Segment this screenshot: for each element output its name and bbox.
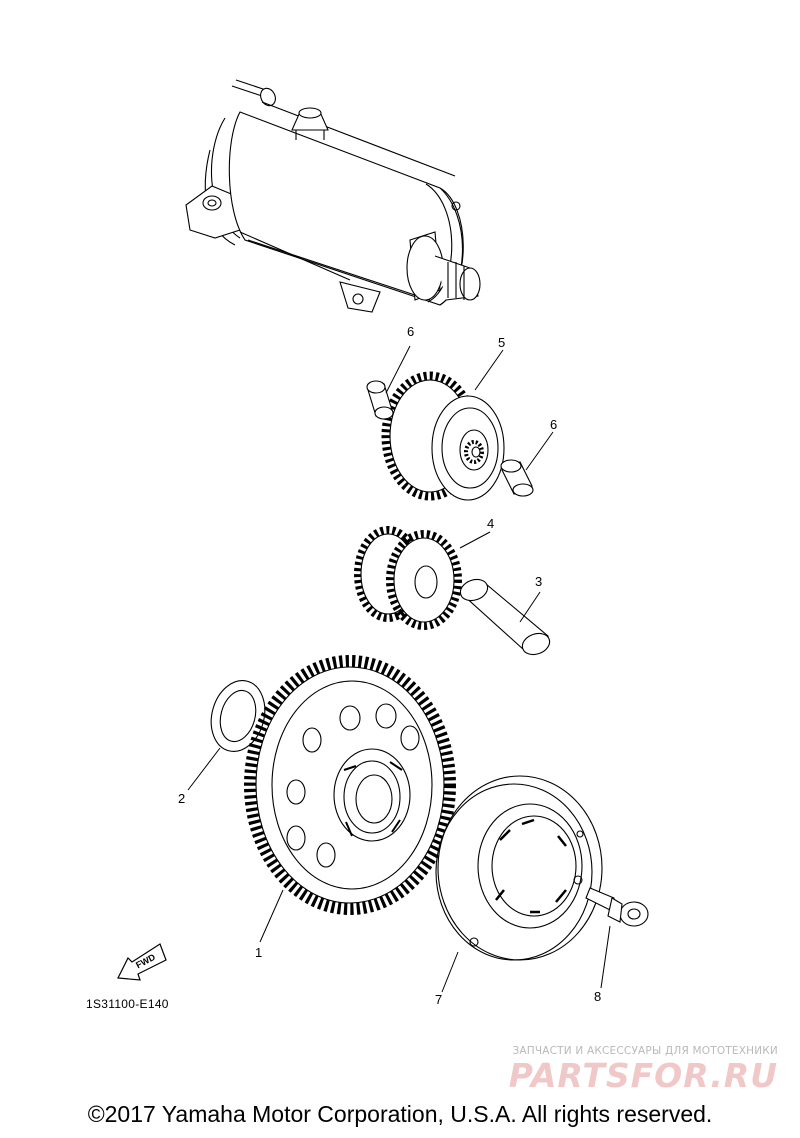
part-6-bushing-upper <box>366 380 394 420</box>
callout-7: 7 <box>435 992 442 1007</box>
part-1-starter-wheel-gear <box>244 655 456 915</box>
callout-5: 5 <box>498 335 505 350</box>
callout-2: 2 <box>178 791 185 806</box>
part-6-bushing-lower <box>500 459 534 497</box>
copyright-notice: ©2017 Yamaha Motor Corporation, U.S.A. A… <box>87 1101 713 1127</box>
callout-1: 1 <box>255 945 262 960</box>
callout-3: 3 <box>535 574 542 589</box>
part-3-shaft <box>459 578 551 656</box>
watermark-tagline: ЗАПЧАСТИ И АКСЕССУАРЫ ДЛЯ МОТОТЕХНИКИ <box>512 1045 778 1057</box>
callout-8: 8 <box>594 989 601 1004</box>
part-4-gear <box>354 526 462 630</box>
fwd-arrow: FWD <box>117 943 167 981</box>
callout-6-upper: 6 <box>407 324 414 339</box>
callout-4: 4 <box>487 516 494 531</box>
starter-motor <box>185 79 481 313</box>
part-5-idler-gear-assembly <box>381 371 505 501</box>
watermark-logo: PARTSFOR.RU <box>508 1056 778 1095</box>
diagram-code: 1S31100-E140 <box>86 997 169 1011</box>
part-8-bolt <box>585 887 649 927</box>
leader-lines <box>187 345 611 993</box>
part-7-one-way-clutch <box>435 775 603 961</box>
callout-6-lower: 6 <box>550 417 557 432</box>
part-2-washer <box>210 680 266 752</box>
